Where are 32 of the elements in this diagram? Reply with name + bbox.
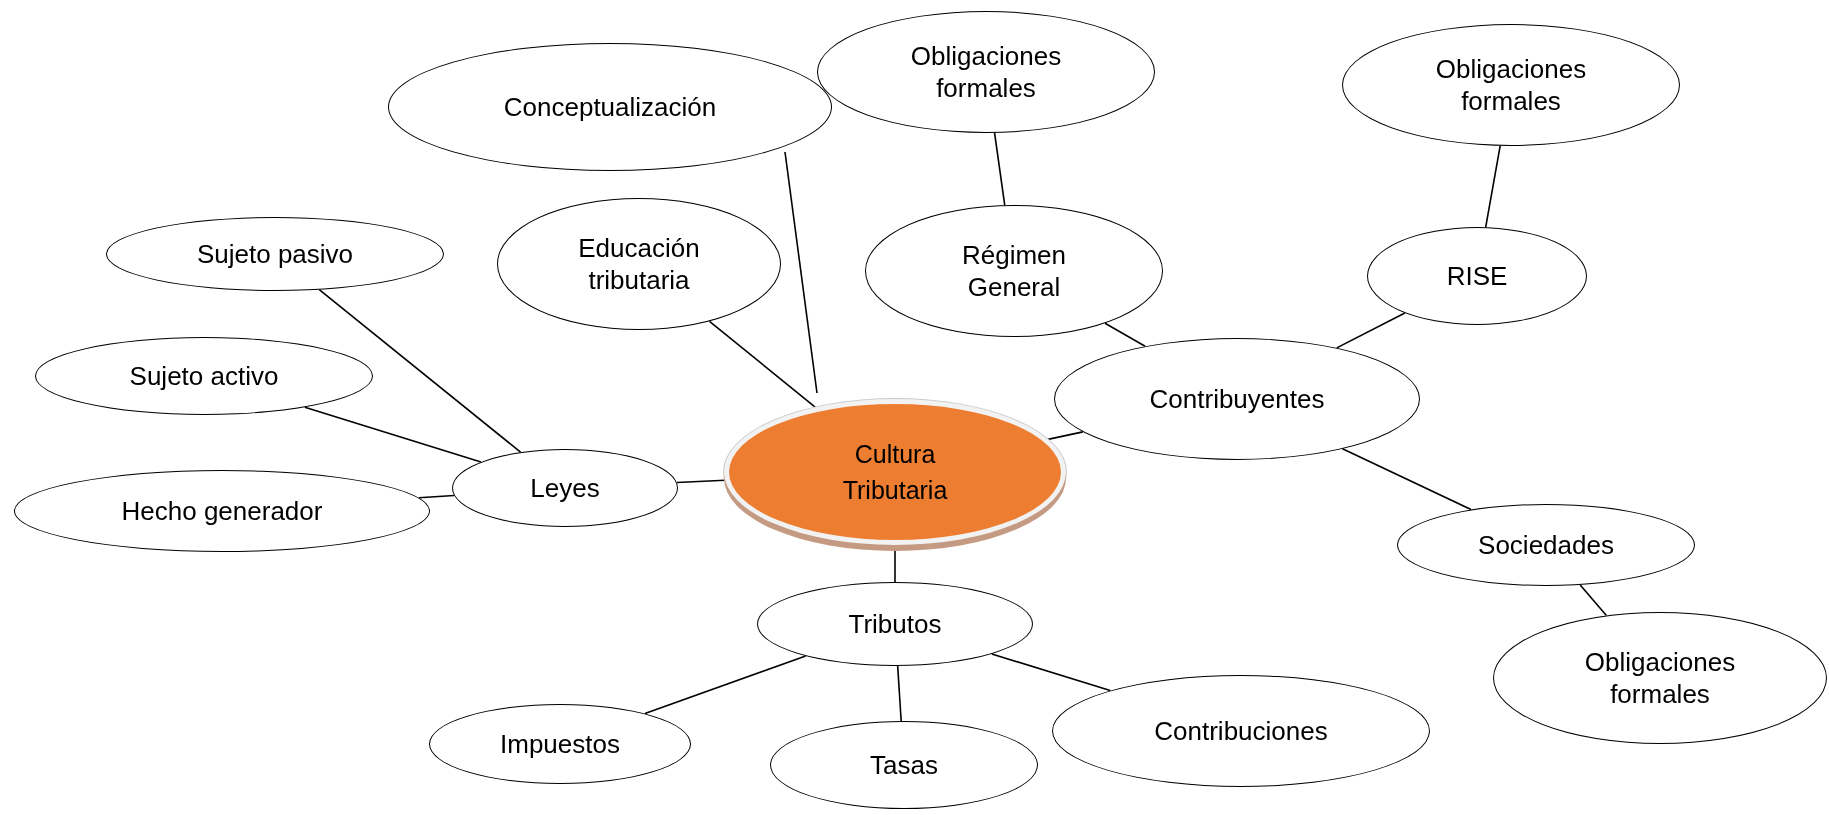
connector-line	[1579, 584, 1608, 617]
node-label: Hecho generador	[120, 494, 324, 528]
connector-line	[991, 653, 1112, 692]
connector-line	[676, 479, 726, 484]
node-label: Tributos	[847, 607, 943, 641]
connector-line	[304, 406, 482, 463]
node-label: Régimen General	[960, 238, 1068, 304]
node-label: Cultura Tributaria	[841, 438, 949, 506]
node-label: Impuestos	[499, 727, 621, 761]
node-label: Conceptualización	[502, 90, 718, 124]
node-label: Sociedades	[1477, 528, 1615, 562]
node-label: Sujeto activo	[128, 359, 280, 393]
node-label: Tasas	[869, 748, 939, 782]
connector-line	[784, 151, 818, 394]
connector-line	[418, 494, 455, 499]
node-label: Obligaciones formales	[1434, 52, 1588, 118]
connector-line	[1336, 312, 1406, 349]
node-label: Sujeto pasivo	[195, 237, 355, 271]
connector-line	[1047, 431, 1084, 441]
connector-line	[1104, 322, 1146, 348]
node-label: RISE	[1445, 259, 1509, 293]
connector-line	[993, 132, 1006, 206]
node-label: Leyes	[529, 471, 601, 505]
node-label: Obligaciones formales	[1583, 645, 1737, 711]
connector-line	[1484, 145, 1501, 228]
connector-line	[708, 320, 817, 409]
connector-line	[896, 665, 902, 722]
node-label: Contribuyentes	[1148, 382, 1326, 416]
node-label: Educación tributaria	[577, 231, 701, 297]
node-label: Contribuciones	[1153, 714, 1329, 748]
connector-line	[1341, 448, 1472, 511]
node-label: Obligaciones formales	[909, 39, 1063, 105]
